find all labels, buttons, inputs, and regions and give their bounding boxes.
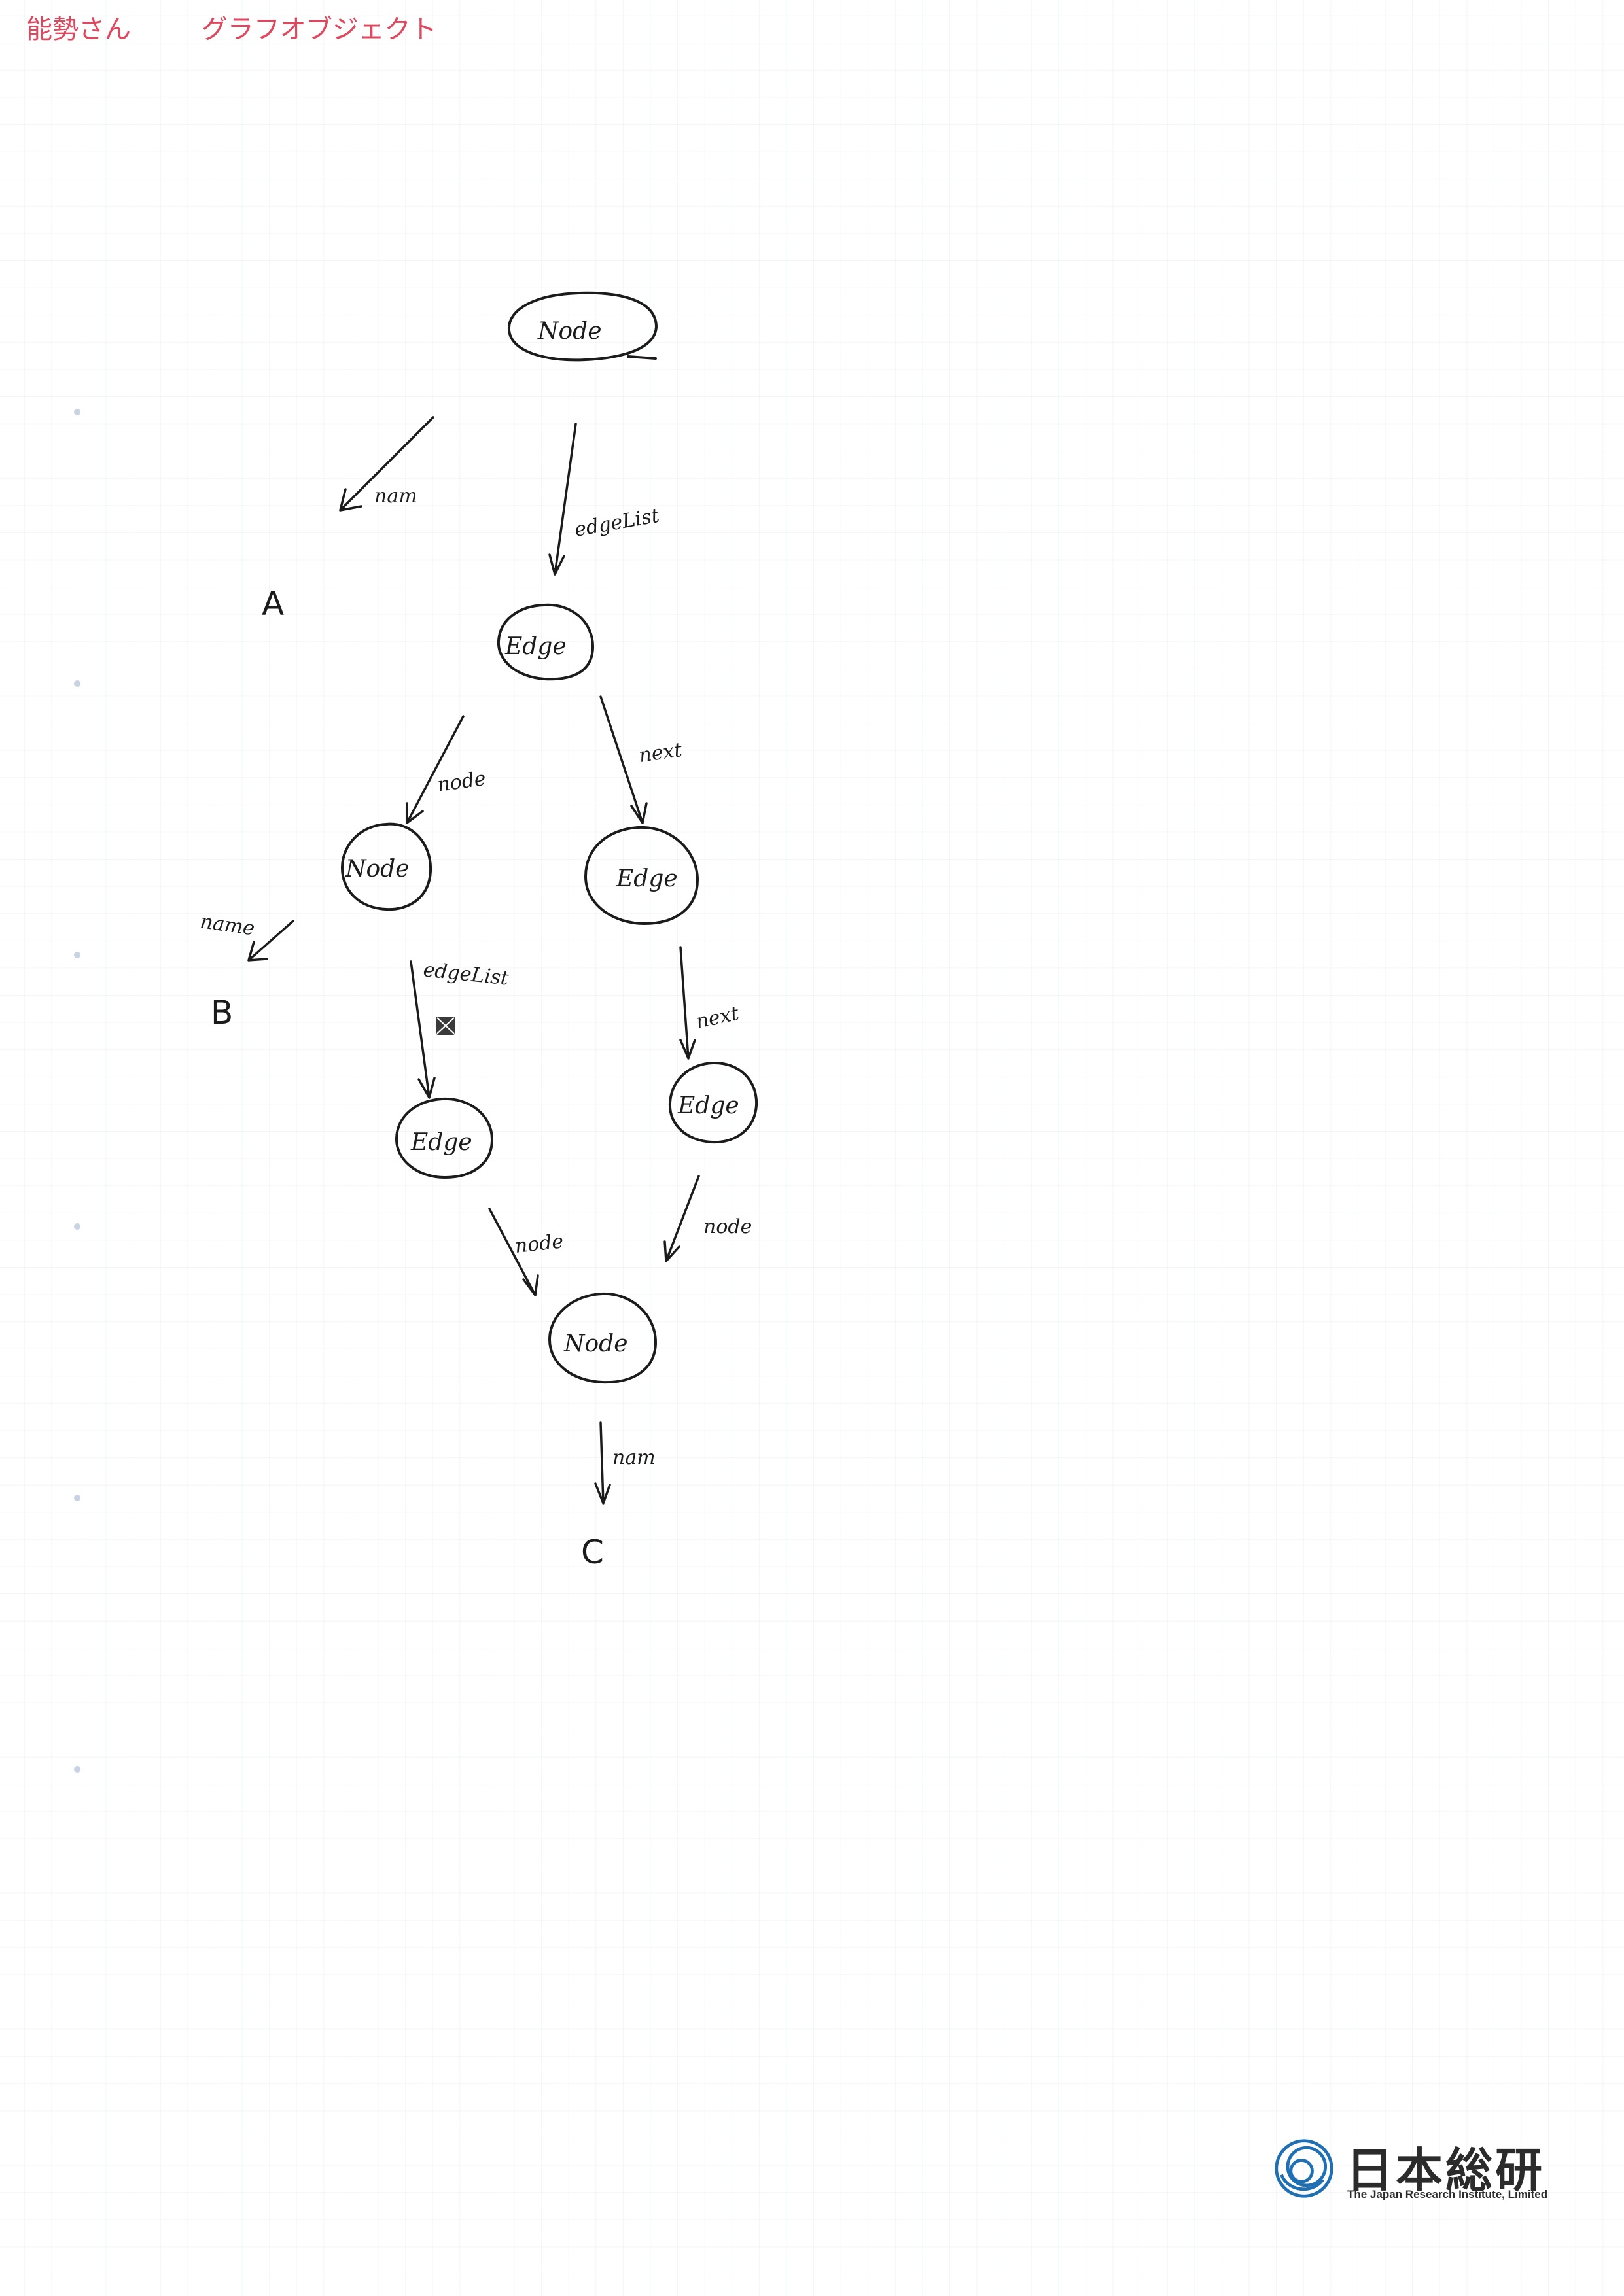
- page-header: 能勢さん グラフオブジェクト: [26, 8, 437, 46]
- arrow-node2-to-B: [247, 920, 294, 962]
- arrow-label-root-edge1: edgeList: [573, 504, 662, 542]
- arrow-edge4-to-node3: [663, 1175, 700, 1262]
- page-title: グラフオブジェクト: [201, 14, 437, 44]
- node-label-3: Node: [563, 1331, 628, 1357]
- edge-circle-1: [497, 603, 595, 681]
- arrow-label-node2-edge3: edgeList: [422, 958, 510, 990]
- node-label-2: Node: [345, 856, 410, 882]
- arrow-edge2-to-edge4: [679, 946, 696, 1060]
- edge-label-2: Edge: [616, 865, 678, 892]
- node-circle-root: [507, 291, 658, 362]
- edge-circle-3: [395, 1097, 494, 1179]
- company-logo: 日本総研 The Japan Research Institute, Limit…: [1273, 2136, 1567, 2208]
- arrow-node3-to-C: [594, 1421, 611, 1505]
- binder-holes: [74, 409, 80, 1773]
- arrow-edge3-to-node3: [488, 1208, 539, 1296]
- terminal-A: A: [262, 585, 284, 623]
- arrow-root-to-A: [339, 416, 434, 512]
- node-label-root: Node: [537, 318, 602, 345]
- arrow-edge1-to-node2: [406, 715, 465, 824]
- arrow-root-to-edge1: [548, 423, 577, 576]
- arrow-edge1-to-edge2: [599, 695, 648, 824]
- arrow-label-node3-C: nam: [612, 1446, 656, 1469]
- node-circle-2: [340, 822, 432, 911]
- terminal-C: C: [581, 1533, 604, 1571]
- arrow-label-edge1-edge2: next: [637, 739, 684, 767]
- logo-name: 日本総研: [1346, 2143, 1545, 2198]
- edge-circle-4: [668, 1061, 758, 1144]
- arrow-label-edge2-edge4: next: [694, 1002, 741, 1034]
- arrow-label-root-A: nam: [374, 485, 417, 508]
- arrow-node2-to-edge3: [410, 960, 436, 1099]
- arrow-label-edge1-node2: node: [436, 767, 487, 797]
- logo-subtitle: The Japan Research Institute, Limited: [1347, 2188, 1548, 2200]
- edge-label-3: Edge: [410, 1129, 472, 1156]
- author-note: 能勢さん: [26, 14, 131, 44]
- arrow-label-node2-B: name: [199, 910, 256, 940]
- edge-circle-2: [584, 826, 699, 926]
- logo-mark-icon: [1275, 2139, 1333, 2198]
- terminal-B: B: [211, 994, 233, 1032]
- arrow-label-edge4-node3: node: [703, 1215, 752, 1238]
- scribble-mark: [436, 1017, 455, 1035]
- edge-label-4: Edge: [677, 1092, 739, 1119]
- arrow-label-edge3-node3: node: [514, 1230, 565, 1258]
- edge-label-1: Edge: [504, 633, 567, 660]
- node-circle-3: [548, 1292, 658, 1384]
